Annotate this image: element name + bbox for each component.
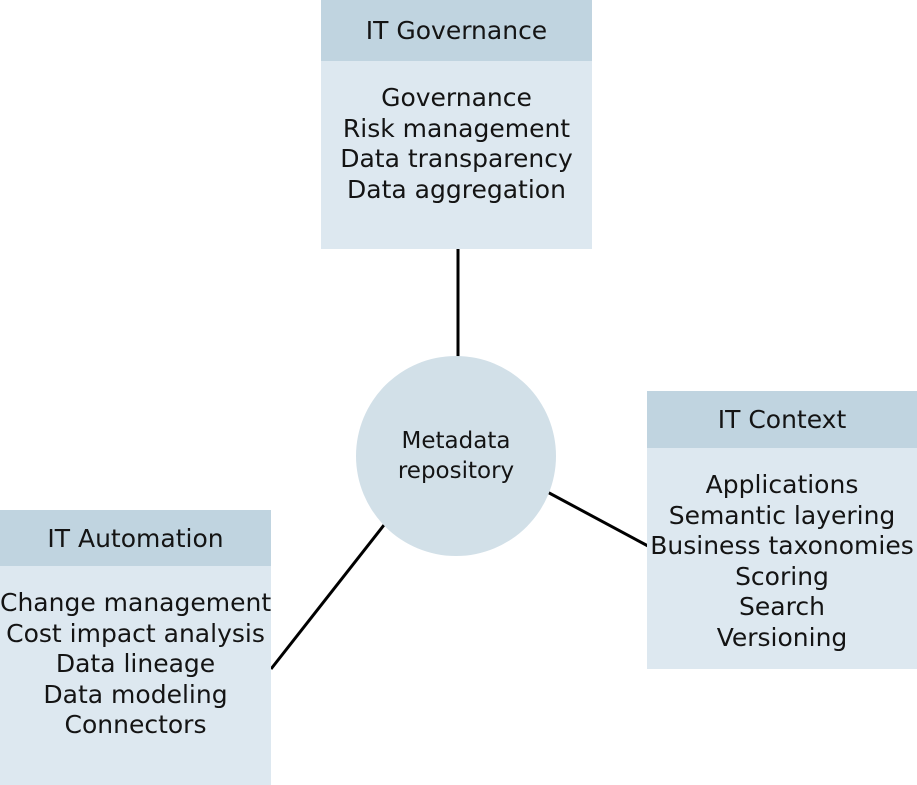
list-item: Governance [381, 83, 532, 112]
node-it-governance-body: Governance Risk management Data transpar… [321, 61, 592, 249]
list-item: Connectors [64, 710, 207, 739]
node-it-context-header: IT Context [647, 391, 917, 448]
node-it-automation[interactable]: IT Automation Change management Cost imp… [0, 510, 271, 785]
center-node-metadata-repository[interactable]: Metadata repository [356, 356, 556, 556]
list-item: Search [739, 592, 825, 621]
node-it-automation-body: Change management Cost impact analysis D… [0, 566, 271, 785]
list-item: Applications [705, 470, 859, 499]
list-item: Change management [0, 588, 271, 617]
list-item: Cost impact analysis [6, 618, 265, 648]
list-item: Semantic layering [668, 500, 896, 530]
connector-automation-to-center [269, 524, 386, 670]
node-it-automation-header: IT Automation [0, 510, 271, 566]
center-node-label-line2: repository [397, 458, 515, 484]
list-item: Data modeling [43, 679, 228, 709]
list-item: Data lineage [55, 649, 216, 678]
node-it-governance[interactable]: IT Governance Governance Risk management… [321, 0, 592, 249]
list-item: Business taxonomies [650, 531, 914, 560]
list-item: Data transparency [340, 144, 573, 173]
list-item: Risk management [342, 113, 571, 143]
node-it-context-body: Applications Semantic layering Business … [647, 448, 917, 669]
list-item: Scoring [735, 561, 829, 591]
center-node-label-line1: Metadata [401, 428, 511, 454]
list-item: Data aggregation [347, 174, 566, 204]
center-node-label: Metadata repository [398, 426, 514, 486]
node-it-context[interactable]: IT Context Applications Semantic layerin… [647, 391, 917, 669]
list-item: Versioning [716, 622, 848, 652]
node-it-governance-header: IT Governance [321, 0, 592, 61]
